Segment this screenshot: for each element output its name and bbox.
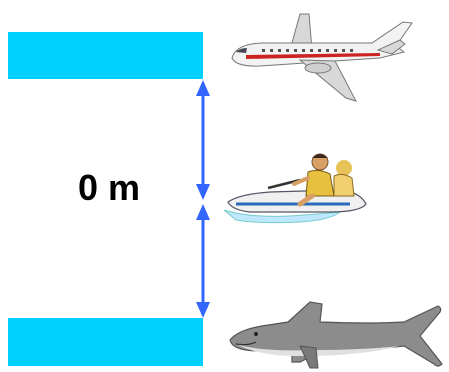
lower-depth-arrow: [196, 204, 210, 318]
jetski-icon: [224, 154, 366, 223]
lower-level-bar: [8, 318, 203, 366]
upper-height-arrow: [196, 80, 210, 200]
airplane-icon: [232, 14, 412, 101]
distance-label: 0 m: [78, 170, 140, 206]
upper-level-bar: [8, 32, 203, 79]
shark-icon: [230, 302, 442, 368]
